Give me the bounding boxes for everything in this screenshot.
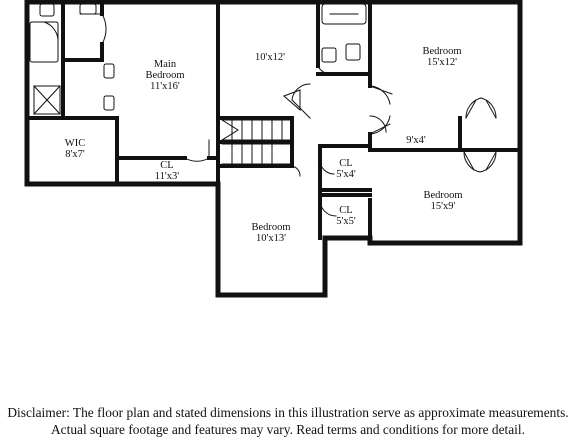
- room-cl-hall: CL 11'x3': [142, 160, 192, 182]
- floor-plan: [24, 0, 523, 298]
- exterior-walls: [24, 0, 523, 298]
- room-dimension: 10'x13': [255, 233, 287, 244]
- room-dimension: 5'x5': [336, 216, 356, 227]
- room-bedroom-s: Bedroom 10'x13': [236, 222, 306, 244]
- room-loft: 10'x12': [240, 52, 300, 63]
- stairs: [221, 119, 291, 165]
- room-bedroom-se: Bedroom 15'x9': [408, 190, 478, 212]
- room-name: CL: [339, 205, 353, 216]
- room-name: Bedroom: [251, 222, 291, 233]
- room-wic: WIC 8'x7': [50, 138, 100, 160]
- room-dimension: 5'x4': [336, 169, 356, 180]
- room-dimension: 15'x9': [430, 201, 456, 212]
- room-dimension: 9'x4': [406, 135, 426, 146]
- bath-fixtures: [29, 3, 367, 115]
- room-dimension: 10'x12': [254, 52, 286, 63]
- room-cl-small-1: CL 5'x4': [325, 158, 367, 180]
- disclaimer-line-1: Disclaimer: The floor plan and stated di…: [7, 405, 569, 420]
- room-name: Bedroom: [422, 46, 462, 57]
- disclaimer: Disclaimer: The floor plan and stated di…: [0, 404, 576, 438]
- room-hall-nook: 9'x4': [396, 135, 436, 146]
- disclaimer-line-2: Actual square footage and features may v…: [51, 422, 525, 437]
- room-main-bedroom: Main Bedroom 11'x16': [130, 59, 200, 92]
- room-name: Bedroom: [423, 190, 463, 201]
- room-cl-small-2: CL 5'x5': [325, 205, 367, 227]
- room-name: CL: [160, 160, 174, 171]
- room-dimension: 8'x7': [65, 149, 85, 160]
- windows: [26, 1, 475, 298]
- room-name-2: Bedroom: [145, 70, 185, 81]
- room-bedroom-ne: Bedroom 15'x12': [405, 46, 479, 68]
- room-name: WIC: [64, 138, 86, 149]
- interior-walls: [25, 0, 522, 245]
- room-dimension: 11'x16': [150, 81, 180, 92]
- room-dimension: 15'x12': [426, 57, 458, 68]
- room-name: CL: [339, 158, 353, 169]
- room-name: Main: [153, 59, 177, 70]
- door-swings: [79, 13, 497, 217]
- room-dimension: 11'x3': [154, 171, 180, 182]
